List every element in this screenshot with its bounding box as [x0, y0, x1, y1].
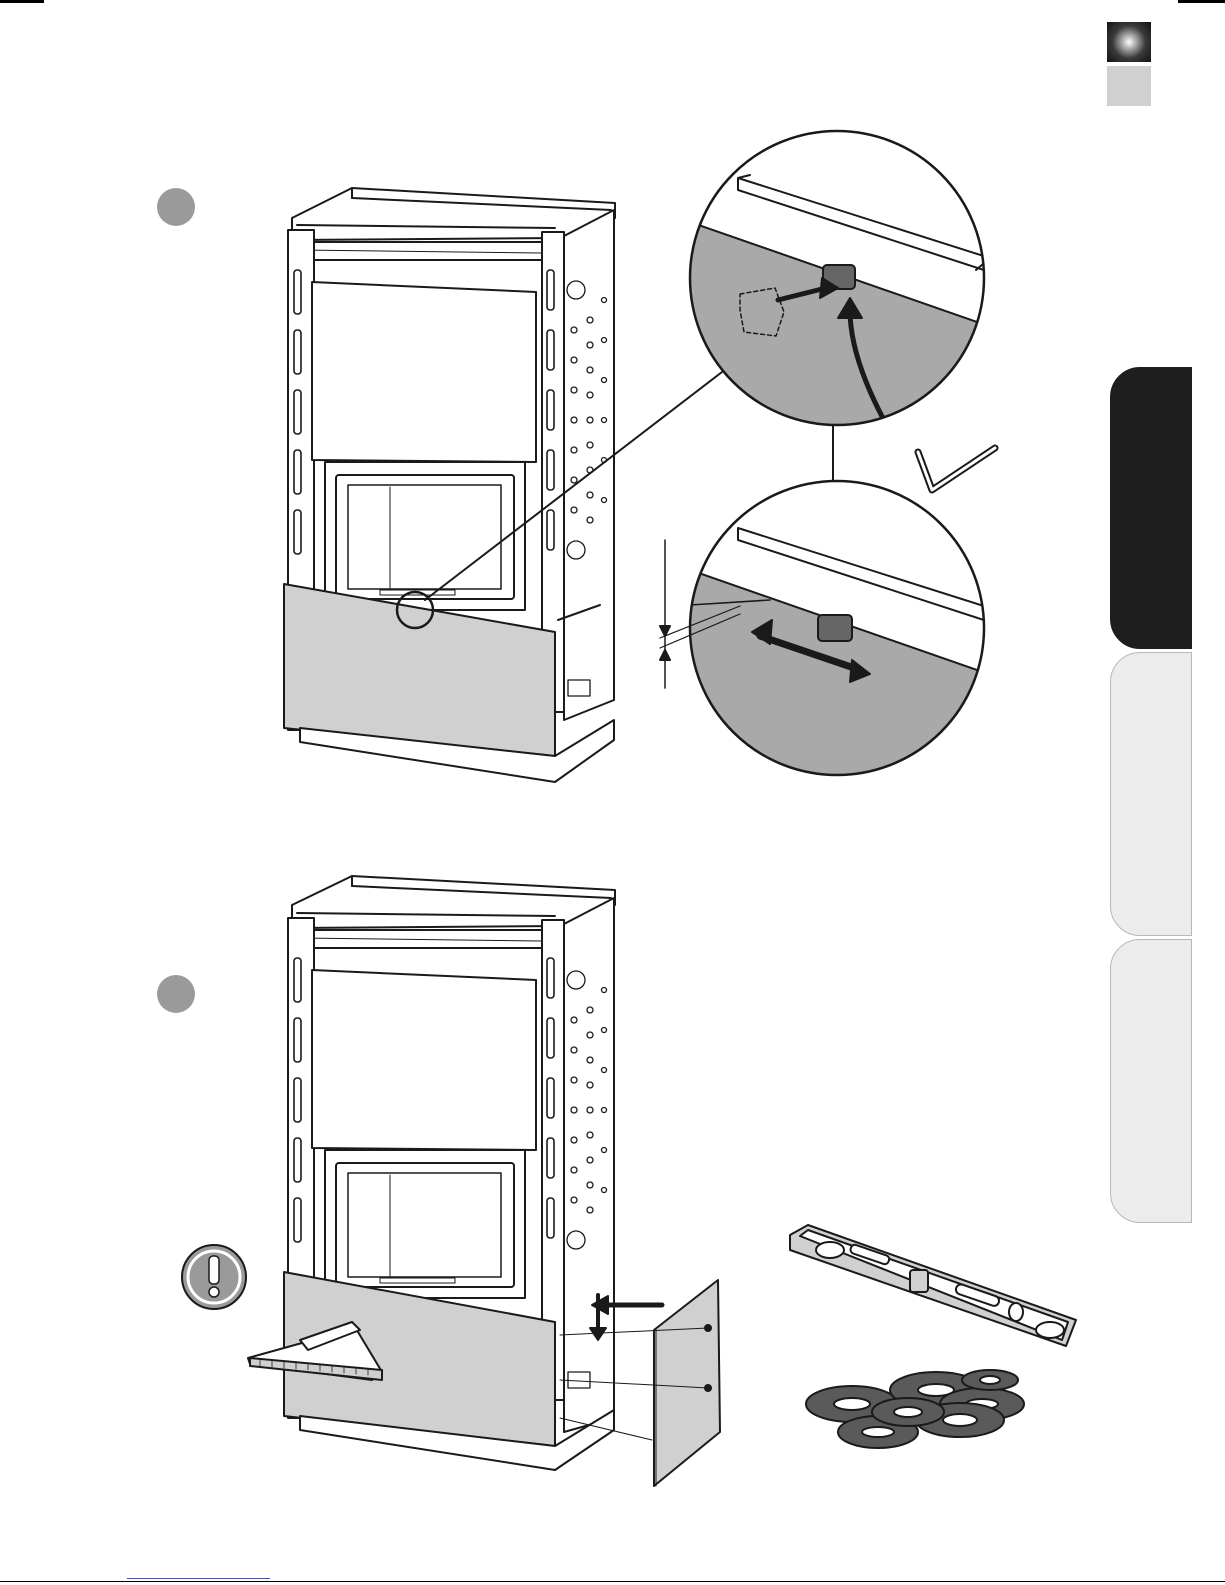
footer-rule: [0, 1581, 1225, 1582]
magnifier-detail-icon: [680, 120, 1000, 480]
warning-icon: [182, 1245, 246, 1309]
washers-icon: [806, 1370, 1024, 1448]
hex-key-icon: [918, 448, 995, 490]
fireplace-frame-icon: [284, 876, 615, 1470]
adjustment-arrow-icon: [680, 470, 1000, 790]
fireplace-frame-icon: [284, 188, 722, 782]
spirit-level-icon: [790, 1225, 1076, 1346]
footer-link-underline[interactable]: [127, 1578, 270, 1579]
